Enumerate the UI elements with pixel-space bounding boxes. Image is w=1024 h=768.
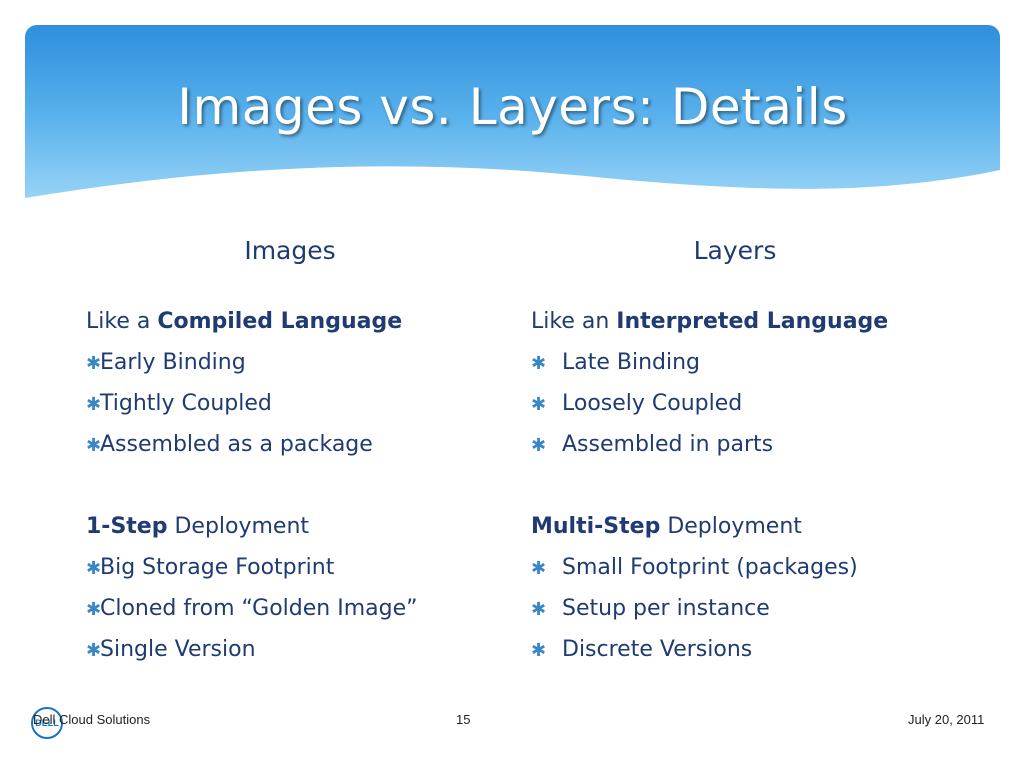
banner-wave (25, 166, 1000, 220)
bullet-icon: ✱ (531, 353, 547, 374)
images-intro: Like a Compiled Language (86, 309, 403, 334)
bullet-icon: ✱ (86, 640, 102, 661)
list-item: ✱Discrete Versions (531, 633, 961, 674)
bullet-icon: ✱ (531, 394, 547, 415)
multi-step-text: Multi-Step (531, 514, 661, 539)
layers-intro: Like an Interpreted Language (531, 309, 889, 334)
list-item: ✱Big Storage Footprint (86, 551, 516, 592)
bullet-icon: ✱ (531, 558, 547, 579)
list-item: ✱Late Binding (531, 346, 961, 387)
spacer (531, 469, 961, 510)
footer-date: July 20, 2011 (908, 712, 985, 727)
footer-company: Dell Cloud Solutions (33, 712, 151, 727)
bullet-icon: ✱ (86, 353, 102, 374)
spacer (86, 469, 516, 510)
bullet-icon: ✱ (531, 640, 547, 661)
bullet-icon: ✱ (86, 599, 102, 620)
one-step-text: 1-Step (86, 514, 168, 539)
list-item: ✱Single Version (86, 633, 516, 674)
images-column: Like a Compiled Language ✱Early Binding … (86, 305, 516, 674)
slide-number: 15 (456, 712, 471, 727)
bullet-icon: ✱ (86, 435, 102, 456)
list-item: ✱Tightly Coupled (86, 387, 516, 428)
images-deployment: 1-Step Deployment (86, 514, 310, 539)
images-column-header: Images (244, 236, 336, 265)
bullet-icon: ✱ (531, 599, 547, 620)
list-item: ✱Setup per instance (531, 592, 961, 633)
layers-deployment: Multi-Step Deployment (531, 514, 802, 539)
bullet-icon: ✱ (86, 558, 102, 579)
list-item: ✱Cloned from “Golden Image” (86, 592, 516, 633)
title-banner (25, 25, 1000, 220)
bullet-icon: ✱ (86, 394, 102, 415)
slide-title: Images vs. Layers: Details (177, 78, 848, 136)
interpreted-language-text: Interpreted Language (616, 309, 889, 334)
list-item: ✱Small Footprint (packages) (531, 551, 961, 592)
dell-logo-icon: DELL (31, 707, 63, 739)
list-item: ✱Assembled as a package (86, 428, 516, 469)
layers-column: Like an Interpreted Language ✱Late Bindi… (531, 305, 961, 674)
layers-column-header: Layers (693, 236, 777, 265)
list-item: ✱Assembled in parts (531, 428, 961, 469)
list-item: ✱Early Binding (86, 346, 516, 387)
compiled-language-text: Compiled Language (157, 309, 403, 334)
bullet-icon: ✱ (531, 435, 547, 456)
list-item: ✱Loosely Coupled (531, 387, 961, 428)
